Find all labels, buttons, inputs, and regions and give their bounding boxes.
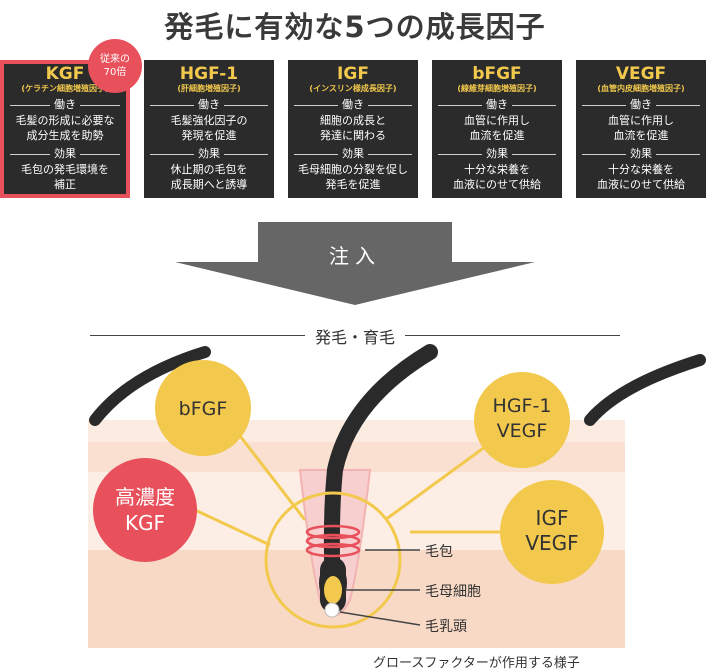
card-fullname: (ケラチン細胞増殖因子) [21,84,109,93]
card-effect-heading: 効果 [150,148,268,160]
injection-arrow [175,222,535,305]
card-fullname: (インスリン様成長因子) [309,84,397,93]
card-name: HGF-1 [179,64,239,84]
bubble-igf-line2: VEGF [525,531,578,555]
bubble-hgf-line1: HGF-1 [493,395,552,417]
card-work-text: 毛髪強化因子の 発現を促進 [170,114,248,142]
card-effect-heading: 効果 [294,148,412,160]
card-name: bFGF [472,64,522,84]
bubble-kgf-line2: KGF [125,511,165,535]
card-work-heading: 働き [10,99,120,111]
caption: グロースファクターが作用する様子 [373,656,580,671]
card-fullname: (線維芽細胞増殖因子) [457,84,537,93]
card-effect-text: 毛包の発毛環境を 補正 [21,163,109,191]
bubble-kgf [93,458,197,562]
card-igf: IGF (インスリン様成長因子) 働き 細胞の成長と 発達に関わる 効果 毛母細… [288,60,418,198]
card-work-text: 血管に作用し 血流を促進 [464,114,530,142]
bubble-igf-vegf [500,480,604,584]
card-name: VEGF [615,64,667,84]
card-effect-heading: 効果 [438,148,556,160]
bubble-hgf-vegf [474,372,570,468]
bubble-bfgf [155,360,251,456]
card-work-heading: 働き [582,99,700,111]
label-matrix-cells: 毛母細胞 [425,584,481,600]
bubble-kgf-line1: 高濃度 [115,485,175,509]
page-title: 発毛に有効な5つの成長因子 [164,10,546,44]
card-work-text: 毛髪の形成に必要な 成分生成を助勢 [15,114,115,142]
bubble-igf-line1: IGF [536,506,569,530]
badge-70x: 従来の 70倍 [88,39,142,93]
card-work-heading: 働き [150,99,268,111]
card-work-text: 細胞の成長と 発達に関わる [320,114,386,142]
card-bfgf: bFGF (線維芽細胞増殖因子) 働き 血管に作用し 血流を促進 効果 十分な栄… [432,60,562,198]
card-hgf1: HGF-1 (肝細胞増殖因子) 働き 毛髪強化因子の 発現を促進 効果 休止期の… [144,60,274,198]
bubble-hgf-line2: VEGF [497,420,548,442]
card-fullname: (血管内皮細胞増殖因子) [597,84,685,93]
card-name: KGF [45,64,85,84]
card-fullname: (肝細胞増殖因子) [177,84,241,93]
card-effect-heading: 効果 [10,148,120,160]
card-effect-text: 十分な栄養を 血液にのせて供給 [453,163,541,191]
card-vegf: VEGF (血管内皮細胞増殖因子) 働き 血管に作用し 血流を促進 効果 十分な… [576,60,706,198]
card-work-heading: 働き [294,99,412,111]
card-effect-heading: 効果 [582,148,700,160]
arrow-label: 注入 [329,244,381,268]
card-effect-text: 十分な栄養を 血液にのせて供給 [597,163,685,191]
label-follicle: 毛包 [425,544,453,560]
card-effect-text: 休止期の毛包を 成長期へと誘導 [170,163,248,191]
bubble-bfgf-label: bFGF [179,398,228,420]
card-work-text: 血管に作用し 血流を促進 [608,114,674,142]
card-effect-text: 毛母細胞の分裂を促し 発毛を促進 [298,163,408,191]
card-work-heading: 働き [438,99,556,111]
label-papilla: 毛乳頭 [425,619,467,635]
card-name: IGF [337,64,369,84]
growth-label: 発毛・育毛 [0,324,710,348]
